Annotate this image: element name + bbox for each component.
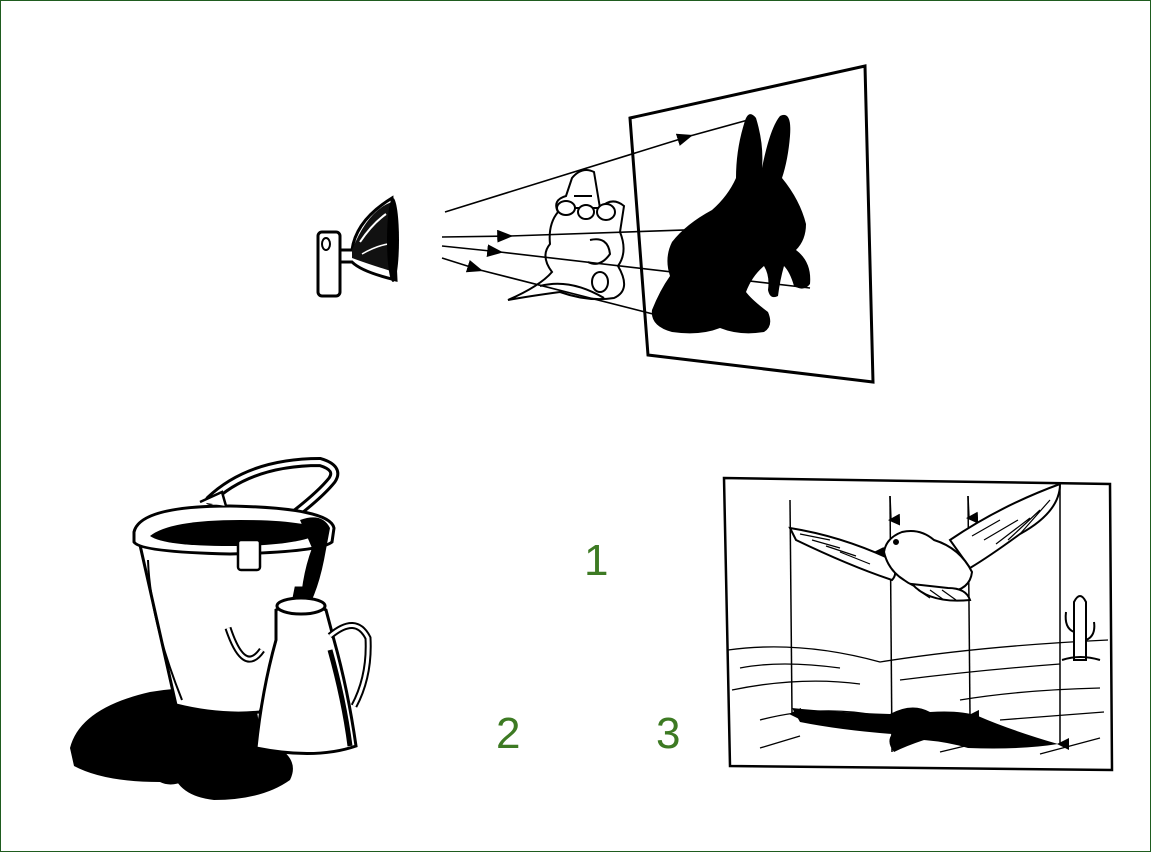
label-1: 1 [584,539,608,583]
hand-shadow-illustration [318,66,873,382]
bucket-kettle-illustration [70,462,368,800]
label-3: 3 [656,712,680,756]
lamp-icon [318,198,399,296]
label-2: 2 [496,712,520,756]
bird-shadow-illustration [724,478,1112,770]
